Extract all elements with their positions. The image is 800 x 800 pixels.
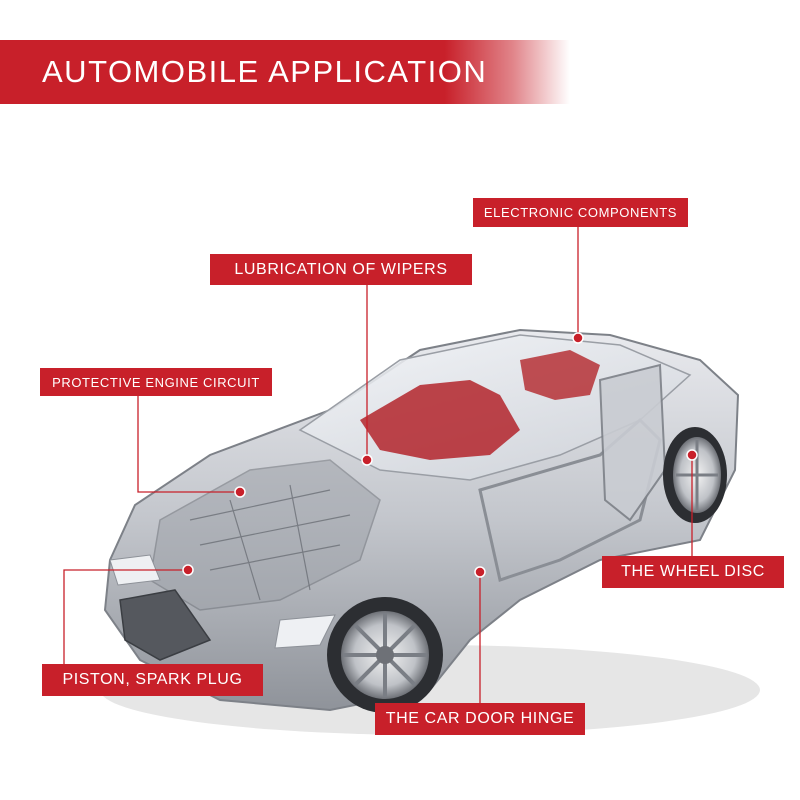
dot-wipers (361, 454, 373, 466)
dot-piston (182, 564, 194, 576)
label-the-wheel-disc: THE WHEEL DISC (602, 556, 784, 588)
label-electronic-components: ELECTRONIC COMPONENTS (473, 198, 688, 227)
label-lubrication-of-wipers: LUBRICATION OF WIPERS (210, 254, 472, 285)
front-grille (119, 589, 212, 661)
interior-seats (360, 380, 520, 460)
dot-engine (234, 486, 246, 498)
dot-wheel (686, 449, 698, 461)
rear-wheel (663, 427, 727, 523)
dot-electronic (572, 332, 584, 344)
open-door (598, 363, 667, 522)
engine-bay (149, 459, 381, 611)
interior-seats-rear (520, 350, 600, 400)
title-banner: AUTOMOBILE APPLICATION (0, 40, 570, 104)
headlight-right (274, 614, 336, 649)
front-wheel (327, 597, 443, 713)
leader-engine (137, 395, 240, 493)
label-protective-engine-circuit: PROTECTIVE ENGINE CIRCUIT (40, 368, 272, 396)
leader-piston (63, 569, 188, 668)
dot-door (474, 566, 486, 578)
label-the-car-door-hinge: THE CAR DOOR HINGE (375, 703, 585, 735)
label-piston-spark-plug: PISTON, SPARK PLUG (42, 664, 263, 696)
banner-title: AUTOMOBILE APPLICATION (42, 54, 488, 89)
